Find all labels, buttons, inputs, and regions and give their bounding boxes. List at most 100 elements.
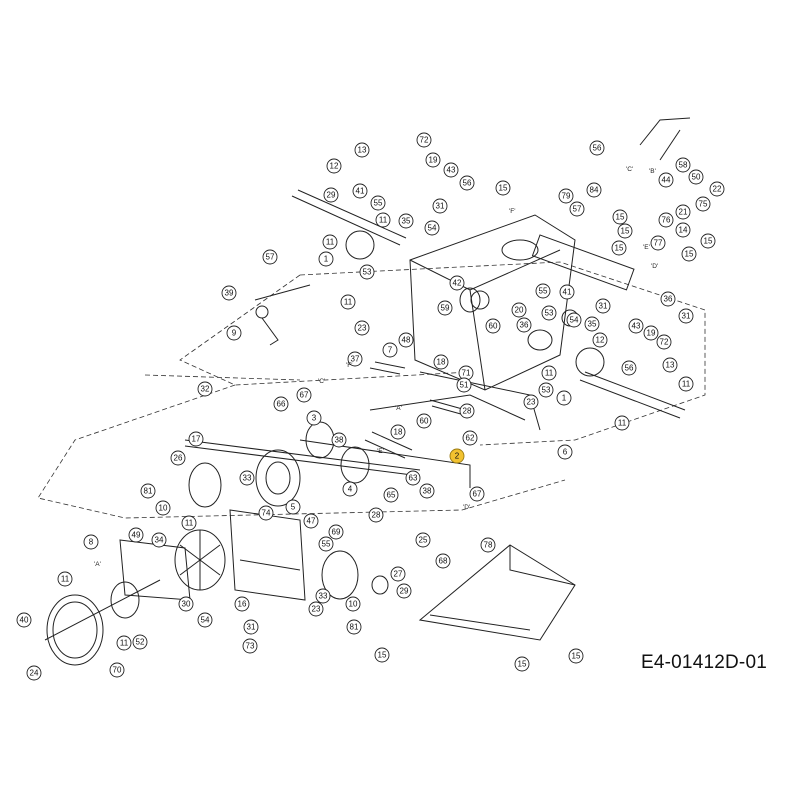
callout-55[interactable]: 55	[318, 536, 334, 552]
callout-8[interactable]: 8	[83, 534, 99, 550]
callout-15[interactable]: 15	[568, 648, 584, 664]
callout-30[interactable]: 30	[178, 596, 194, 612]
callout-54[interactable]: 54	[566, 312, 582, 328]
callout-41[interactable]: 41	[559, 284, 575, 300]
callout-32[interactable]: 32	[197, 381, 213, 397]
callout-54[interactable]: 54	[197, 612, 213, 628]
callout-84[interactable]: 84	[586, 182, 602, 198]
callout-67[interactable]: 67	[469, 486, 485, 502]
callout-55[interactable]: 55	[370, 195, 386, 211]
callout-31[interactable]: 31	[243, 619, 259, 635]
callout-31[interactable]: 31	[432, 198, 448, 214]
callout-11[interactable]: 11	[541, 365, 557, 381]
callout-53[interactable]: 53	[541, 305, 557, 321]
callout-43[interactable]: 43	[443, 162, 459, 178]
callout-15[interactable]: 15	[374, 647, 390, 663]
callout-52[interactable]: 52	[132, 634, 148, 650]
callout-62[interactable]: 62	[462, 430, 478, 446]
callout-37[interactable]: 37	[347, 351, 363, 367]
callout-15[interactable]: 15	[681, 246, 697, 262]
callout-39[interactable]: 39	[221, 285, 237, 301]
callout-24[interactable]: 24	[26, 665, 42, 681]
callout-59[interactable]: 59	[437, 300, 453, 316]
callout-15[interactable]: 15	[495, 180, 511, 196]
callout-11[interactable]: 11	[678, 376, 694, 392]
callout-7[interactable]: 7	[382, 342, 398, 358]
callout-78[interactable]: 78	[480, 537, 496, 553]
callout-22[interactable]: 22	[709, 181, 725, 197]
callout-51[interactable]: 51	[456, 377, 472, 393]
callout-49[interactable]: 49	[128, 527, 144, 543]
callout-38[interactable]: 38	[331, 432, 347, 448]
callout-40[interactable]: 40	[16, 612, 32, 628]
callout-26[interactable]: 26	[170, 450, 186, 466]
callout-23[interactable]: 23	[354, 320, 370, 336]
callout-11[interactable]: 11	[614, 415, 630, 431]
callout-4[interactable]: 4	[342, 481, 358, 497]
callout-57[interactable]: 57	[262, 249, 278, 265]
callout-15[interactable]: 15	[514, 656, 530, 672]
callout-56[interactable]: 56	[589, 140, 605, 156]
callout-5[interactable]: 5	[285, 499, 301, 515]
callout-65[interactable]: 65	[383, 487, 399, 503]
callout-58[interactable]: 58	[675, 157, 691, 173]
callout-56[interactable]: 56	[621, 360, 637, 376]
callout-72[interactable]: 72	[416, 132, 432, 148]
callout-66[interactable]: 66	[273, 396, 289, 412]
callout-15[interactable]: 15	[700, 233, 716, 249]
callout-56[interactable]: 56	[459, 175, 475, 191]
callout-9[interactable]: 9	[226, 325, 242, 341]
callout-23[interactable]: 23	[308, 601, 324, 617]
callout-18[interactable]: 18	[390, 424, 406, 440]
callout-75[interactable]: 75	[695, 196, 711, 212]
callout-72[interactable]: 72	[656, 334, 672, 350]
callout-33[interactable]: 33	[239, 470, 255, 486]
callout-14[interactable]: 14	[675, 222, 691, 238]
callout-6[interactable]: 6	[557, 444, 573, 460]
callout-11[interactable]: 11	[57, 571, 73, 587]
callout-1[interactable]: 1	[556, 390, 572, 406]
callout-12[interactable]: 12	[592, 332, 608, 348]
callout-76[interactable]: 76	[658, 212, 674, 228]
callout-23[interactable]: 23	[523, 394, 539, 410]
callout-70[interactable]: 70	[109, 662, 125, 678]
callout-19[interactable]: 19	[643, 325, 659, 341]
callout-28[interactable]: 28	[368, 507, 384, 523]
callout-79[interactable]: 79	[558, 188, 574, 204]
callout-29[interactable]: 29	[396, 583, 412, 599]
callout-60[interactable]: 60	[485, 318, 501, 334]
callout-16[interactable]: 16	[234, 596, 250, 612]
callout-77[interactable]: 77	[650, 235, 666, 251]
callout-69[interactable]: 69	[328, 524, 344, 540]
callout-81[interactable]: 81	[346, 619, 362, 635]
callout-25[interactable]: 25	[415, 532, 431, 548]
callout-33[interactable]: 33	[315, 588, 331, 604]
callout-38[interactable]: 38	[419, 483, 435, 499]
callout-35[interactable]: 35	[584, 316, 600, 332]
callout-13[interactable]: 13	[662, 357, 678, 373]
callout-74[interactable]: 74	[258, 505, 274, 521]
callout-71[interactable]: 71	[458, 365, 474, 381]
callout-31[interactable]: 31	[595, 298, 611, 314]
callout-36[interactable]: 36	[660, 291, 676, 307]
callout-11[interactable]: 11	[181, 515, 197, 531]
callout-13[interactable]: 13	[354, 142, 370, 158]
callout-29[interactable]: 29	[323, 187, 339, 203]
callout-28[interactable]: 28	[459, 403, 475, 419]
callout-10[interactable]: 10	[155, 500, 171, 516]
callout-2[interactable]: 2	[449, 448, 465, 464]
callout-67[interactable]: 67	[296, 387, 312, 403]
callout-17[interactable]: 17	[188, 431, 204, 447]
callout-11[interactable]: 11	[340, 294, 356, 310]
callout-15[interactable]: 15	[617, 223, 633, 239]
callout-11[interactable]: 11	[375, 212, 391, 228]
callout-43[interactable]: 43	[628, 318, 644, 334]
callout-11[interactable]: 11	[116, 635, 132, 651]
callout-81[interactable]: 81	[140, 483, 156, 499]
callout-19[interactable]: 19	[425, 152, 441, 168]
callout-41[interactable]: 41	[352, 183, 368, 199]
callout-57[interactable]: 57	[569, 201, 585, 217]
callout-47[interactable]: 47	[303, 513, 319, 529]
callout-60[interactable]: 60	[416, 413, 432, 429]
callout-15[interactable]: 15	[612, 209, 628, 225]
